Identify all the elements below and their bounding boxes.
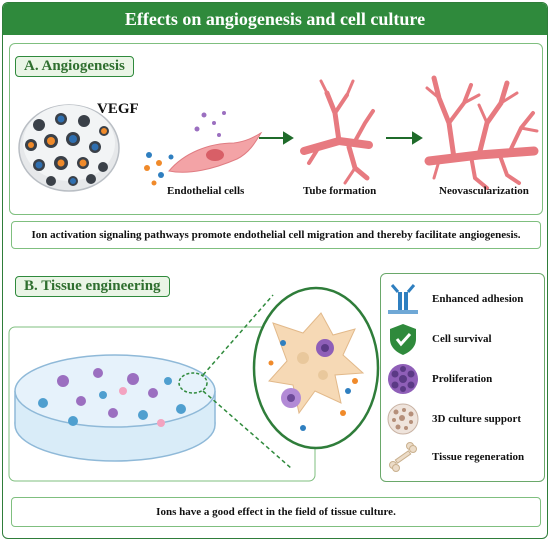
angiogenesis-note: Ion activation signaling pathways promot… [11, 221, 541, 249]
tissue-engineering-label: B. Tissue engineering [15, 276, 170, 297]
porous-sphere-icon [387, 403, 419, 435]
legend-item-3d-culture: 3D culture support [386, 401, 541, 437]
caption-endothelial-cells: Endothelial cells [167, 185, 245, 197]
vegf-label: VEGF [97, 101, 139, 117]
petri-dish-icon [14, 354, 216, 462]
tube-formation-icon [300, 79, 375, 185]
legend-item-proliferation: Proliferation [386, 361, 541, 397]
bone-icon [389, 442, 417, 472]
legend-item-adhesion: Enhanced adhesion [386, 281, 541, 317]
legend-label-3d-culture: 3D culture support [432, 413, 522, 425]
neovascularization-icon [424, 75, 539, 190]
legend-label-adhesion: Enhanced adhesion [432, 293, 524, 305]
shield-check-icon [390, 324, 416, 355]
caption-neovascularization: Neovascularization [439, 185, 529, 197]
legend-label-regeneration: Tissue regeneration [432, 451, 525, 463]
figure-title: Effects on angiogenesis and cell culture [3, 3, 547, 35]
ion-particles [144, 152, 174, 186]
legend-label-proliferation: Proliferation [432, 373, 493, 385]
zoomed-cells-icon [252, 286, 380, 450]
legend-label-survival: Cell survival [432, 333, 492, 345]
cell-cluster-icon [388, 364, 418, 394]
tissue-culture-illustration [8, 286, 380, 482]
caption-tube-formation: Tube formation [303, 185, 377, 197]
endothelial-cell-icon [168, 131, 263, 173]
vegf-particles [194, 111, 226, 137]
adhesion-receptor-icon [388, 284, 418, 314]
angiogenesis-label: A. Angiogenesis [15, 56, 134, 77]
angiogenesis-illustration [18, 75, 539, 192]
legend-item-regeneration: Tissue regeneration [386, 439, 541, 475]
porous-scaffold-icon [18, 104, 120, 192]
legend-item-survival: Cell survival [386, 321, 541, 357]
tissue-culture-note: Ions have a good effect in the field of … [11, 497, 541, 527]
process-arrows [259, 131, 423, 145]
